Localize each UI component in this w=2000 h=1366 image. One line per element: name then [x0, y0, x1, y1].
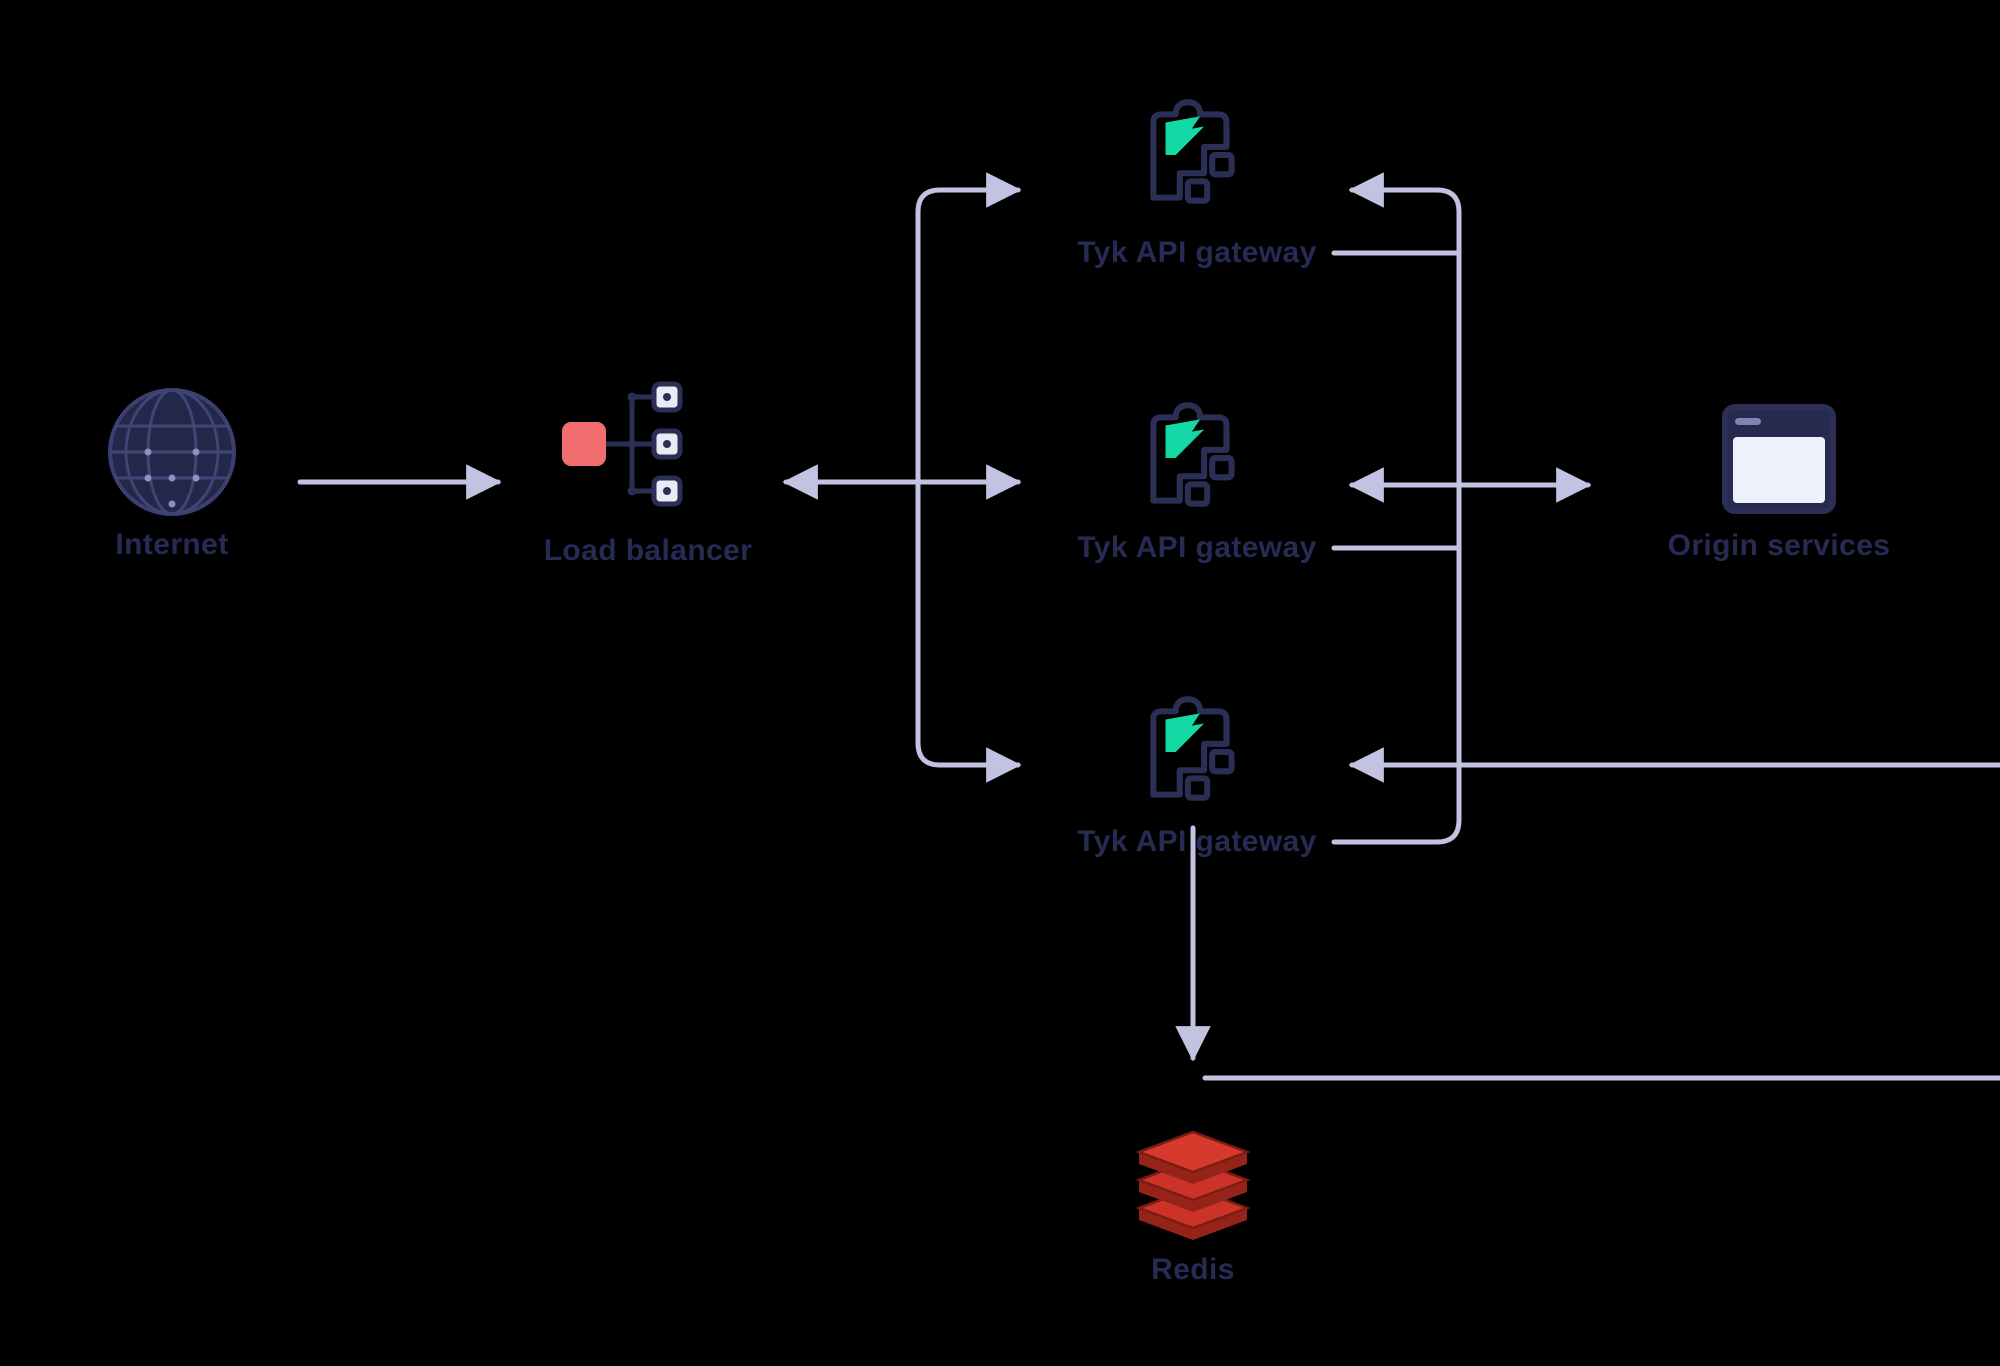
connector-branch-to-top-gateway [915, 172, 1022, 485]
origin-services-label: Origin services [1667, 529, 1891, 562]
connector-right-trunk [1331, 172, 1462, 845]
redis-label: Redis [1151, 1253, 1235, 1286]
load-balancer-label: Load balancer [543, 534, 753, 567]
gateway-middle-label: Tyk API gateway [1077, 531, 1317, 564]
tyk-puzzle-icon [1131, 687, 1263, 819]
globe-icon [108, 388, 236, 516]
internet-label: Internet [115, 528, 229, 561]
tyk-puzzle-icon [1131, 393, 1263, 525]
gateway-bottom-label: Tyk API gateway [1077, 825, 1317, 858]
load-balancer-icon [562, 381, 683, 507]
redis-icon [1135, 1130, 1251, 1240]
tyk-puzzle-icon [1131, 90, 1263, 222]
gateway-top-label: Tyk API gateway [1077, 236, 1317, 269]
browser-window-icon [1722, 404, 1836, 514]
connector-branch-to-bottom-gateway [915, 479, 1022, 783]
